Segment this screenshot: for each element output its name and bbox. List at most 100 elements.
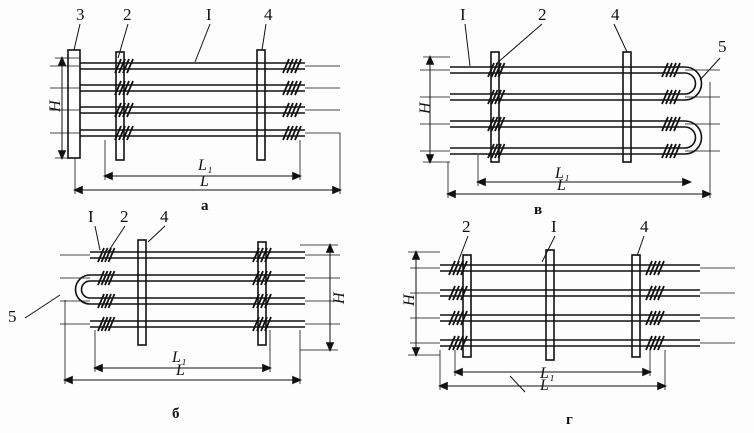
fin <box>452 335 460 351</box>
fin <box>448 285 456 301</box>
arrowhead <box>332 185 343 195</box>
fin <box>657 335 665 351</box>
label-fins: 2 <box>462 217 471 236</box>
fin <box>126 80 134 96</box>
fin <box>669 116 677 132</box>
support-plate <box>631 254 641 358</box>
label-support: 4 <box>611 5 620 24</box>
leader-line <box>261 23 267 51</box>
dim-h: H <box>47 99 64 113</box>
arrowhead <box>425 154 435 165</box>
fin <box>673 143 681 159</box>
leader-line <box>24 294 61 319</box>
label-support: 4 <box>264 5 273 24</box>
fin <box>460 285 468 301</box>
arrowhead <box>475 177 486 187</box>
label-pipe: I <box>460 5 466 24</box>
fin <box>490 143 499 159</box>
fin <box>661 89 669 105</box>
fin <box>294 125 302 141</box>
fin <box>290 102 298 118</box>
label-flange: 3 <box>76 5 85 24</box>
arrowhead <box>682 177 693 187</box>
label-fins: 2 <box>123 5 132 24</box>
fin <box>104 316 112 332</box>
fin <box>100 316 109 332</box>
support-plate <box>545 249 555 361</box>
fin <box>107 270 116 286</box>
dim-l: L <box>556 177 566 194</box>
fin <box>290 80 298 96</box>
arrowhead <box>102 171 113 181</box>
fin <box>452 310 460 326</box>
u-bend <box>684 72 697 95</box>
arrowhead <box>411 249 421 260</box>
fin <box>456 285 464 301</box>
leader-line <box>194 23 211 63</box>
fin <box>126 125 134 141</box>
fin <box>490 116 499 132</box>
support-plate <box>257 241 267 346</box>
caption: а <box>201 198 209 214</box>
arrowhead <box>702 189 713 199</box>
fin <box>282 58 290 74</box>
label-pipe: I <box>206 5 212 24</box>
leader-line <box>464 23 471 67</box>
fin <box>286 58 294 74</box>
fin <box>286 125 294 141</box>
panel-g: 2 I 4 H L₁ L г <box>401 217 649 428</box>
fin <box>294 58 302 74</box>
fin <box>107 247 116 263</box>
fin <box>653 335 661 351</box>
arrowhead <box>425 54 435 65</box>
dim-h: H <box>417 101 434 115</box>
fin <box>104 293 112 309</box>
fin <box>653 310 661 326</box>
fin <box>645 260 653 276</box>
label-bend: 5 <box>8 307 17 326</box>
fin <box>456 335 464 351</box>
fin <box>452 260 460 276</box>
fin <box>657 285 665 301</box>
panel-a: 3 2 I 4 H L₁ L а <box>47 5 273 214</box>
fin <box>661 62 669 78</box>
dim-l1: L₁ <box>554 165 569 182</box>
fin <box>104 270 112 286</box>
label-pipe: I <box>88 207 94 226</box>
label-fins: 2 <box>120 207 129 226</box>
fin <box>100 270 109 286</box>
fin <box>294 80 302 96</box>
fin <box>673 89 681 105</box>
dim-h: H <box>331 291 348 305</box>
label-bend: 5 <box>718 37 727 56</box>
support-plate <box>462 254 472 358</box>
fin <box>452 285 460 301</box>
support-plate <box>256 49 266 161</box>
label-pipe: I <box>551 217 557 236</box>
u-bend <box>684 120 703 155</box>
leader-line <box>699 57 721 81</box>
fin <box>490 62 499 78</box>
fin <box>669 89 677 105</box>
fin <box>460 310 468 326</box>
arrowhead <box>642 367 653 377</box>
support-plate <box>622 51 632 163</box>
arrowhead <box>72 185 83 195</box>
arrowhead <box>262 363 273 373</box>
fin <box>282 80 290 96</box>
fin <box>665 62 673 78</box>
fin <box>669 62 677 78</box>
leader-line <box>541 235 556 263</box>
fin <box>494 143 502 159</box>
fin <box>673 116 681 132</box>
fin <box>649 260 657 276</box>
dim-l: L <box>539 377 549 394</box>
fin <box>460 335 468 351</box>
leader-line <box>117 23 129 59</box>
fin <box>100 293 109 309</box>
arrowhead <box>452 367 463 377</box>
arrowhead <box>292 171 303 181</box>
fin <box>448 310 456 326</box>
